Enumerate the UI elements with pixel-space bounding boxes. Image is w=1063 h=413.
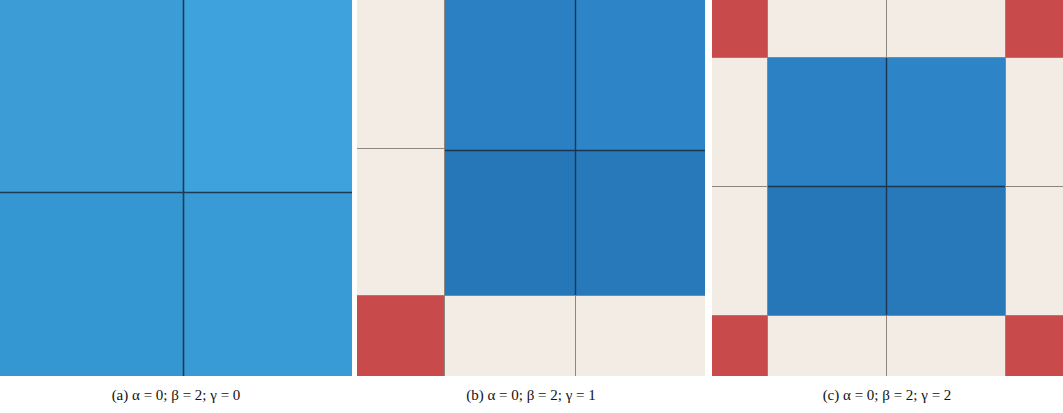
red-tile	[357, 295, 445, 376]
tile-joint	[712, 57, 1063, 58]
tile-joint	[1005, 186, 1063, 187]
panel-c-photo	[712, 0, 1063, 376]
tile-joint	[357, 148, 445, 149]
tile-joint	[767, 0, 768, 376]
tile-joint	[575, 0, 576, 295]
tile-joint	[445, 150, 705, 151]
blue-tile	[184, 0, 352, 192]
panel-a-photo	[0, 0, 352, 376]
red-tile	[712, 0, 768, 57]
tile-joint	[357, 295, 705, 296]
tile-joint	[768, 186, 1005, 187]
blue-tile	[576, 0, 705, 150]
red-tile	[712, 315, 768, 376]
blue-tile-area	[0, 0, 352, 376]
blue-tile-area	[768, 57, 1005, 315]
blue-tile-area	[445, 0, 705, 295]
red-tile	[1005, 315, 1063, 376]
blue-tile	[576, 151, 705, 295]
blue-tile	[0, 0, 183, 192]
blue-tile	[445, 0, 575, 150]
blue-tile	[768, 57, 886, 186]
blue-tile	[768, 187, 886, 315]
blue-tile	[184, 193, 352, 376]
white-tile-area	[357, 0, 705, 376]
white-tile-area	[712, 0, 1063, 376]
panel-caption: (b) α = 0; β = 2; γ = 1	[466, 386, 596, 404]
blue-tile	[887, 187, 1005, 315]
red-tile	[1005, 0, 1063, 57]
tile-joint	[712, 315, 1063, 316]
tile-joint	[886, 0, 887, 57]
blue-tile	[445, 151, 575, 295]
tile-joint	[1005, 0, 1006, 376]
panel-caption: (c) α = 0; β = 2; γ = 2	[823, 386, 952, 404]
blue-tile	[0, 193, 183, 376]
tile-joint	[575, 295, 576, 376]
panel-caption: (a) α = 0; β = 2; γ = 0	[112, 386, 241, 404]
blue-tile	[887, 57, 1005, 186]
tile-joint	[444, 0, 445, 376]
tile-joint	[712, 186, 768, 187]
tile-joint	[886, 315, 887, 376]
panel-b-photo	[357, 0, 705, 376]
tile-joint	[183, 0, 185, 376]
tile-joint	[0, 192, 352, 194]
